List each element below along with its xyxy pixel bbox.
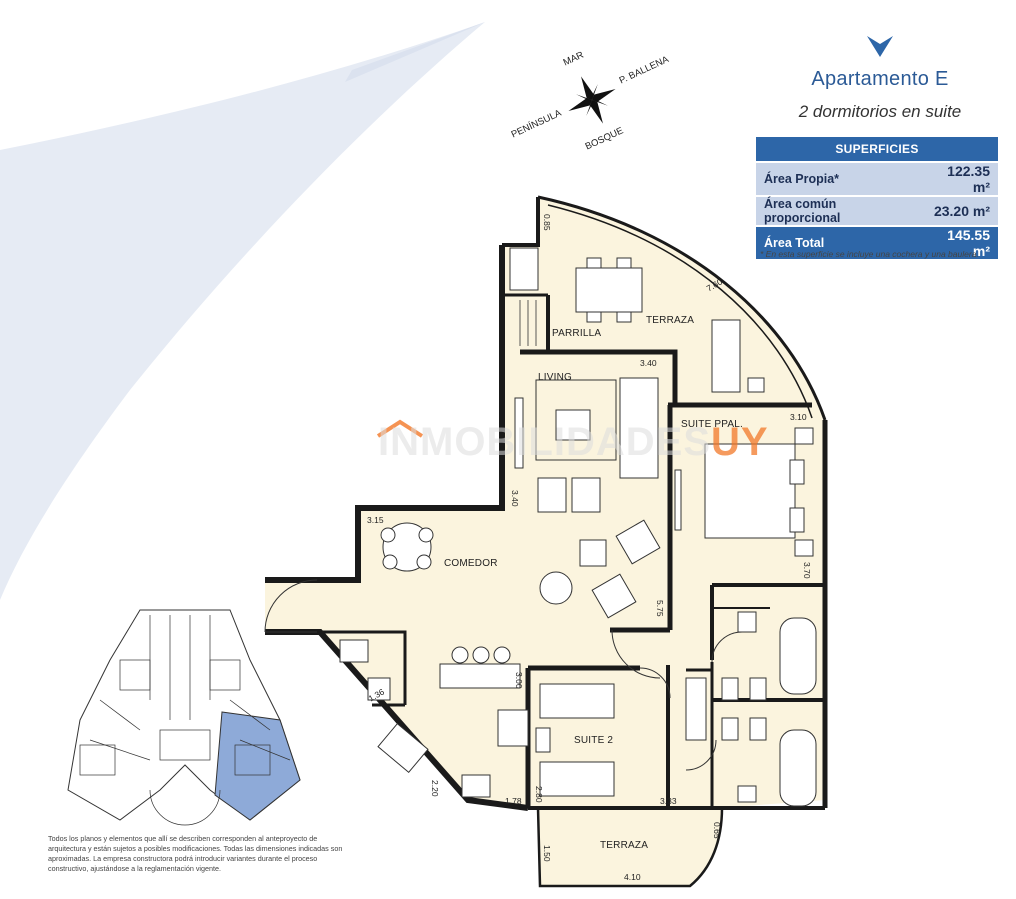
area-value: 122.35 m² bbox=[919, 161, 998, 196]
watermark-accent: UY bbox=[711, 420, 769, 464]
room-label-living: LIVING bbox=[538, 372, 572, 383]
dimension-label: 3.40 bbox=[640, 358, 657, 368]
chevron-down-icon bbox=[867, 36, 893, 57]
room-label-parrilla: PARRILLA bbox=[552, 328, 602, 339]
dimension-label: 3.10 bbox=[790, 412, 807, 422]
area-value: 23.20 m² bbox=[919, 195, 998, 226]
table-row: Área Propia* 122.35 m² bbox=[756, 161, 998, 196]
dimension-label: 3.70 bbox=[802, 562, 812, 579]
dimension-label: 2.20 bbox=[430, 780, 440, 797]
room-label-terraza-top: TERRAZA bbox=[646, 315, 695, 326]
doors bbox=[264, 579, 743, 771]
furniture bbox=[339, 247, 817, 807]
apartment-subtitle: 2 dormitorios en suite bbox=[798, 102, 962, 121]
dimension-label: 4.10 bbox=[624, 872, 641, 882]
table-row: Área común proporcional 23.20 m² bbox=[756, 195, 998, 226]
apartment-title: Apartamento E bbox=[811, 68, 949, 90]
dimension-label: 3.33 bbox=[660, 796, 677, 806]
watermark-house-icon bbox=[376, 419, 424, 438]
room-label-comedor: COMEDOR bbox=[444, 558, 498, 569]
dimension-label: 2.80 bbox=[534, 786, 544, 803]
area-label: Área común proporcional bbox=[756, 195, 920, 226]
dimension-label: 5.75 bbox=[655, 600, 665, 617]
superficies-footnote: * En esta superficie se incluye una coch… bbox=[760, 249, 979, 259]
area-value: 145.55 m² bbox=[919, 225, 998, 259]
disclaimer-text: Todos los planos y elementos que allí se… bbox=[48, 834, 343, 873]
superficies-heading: SUPERFICIES bbox=[756, 137, 998, 162]
table-row: Área Total 145.55 m² bbox=[756, 225, 998, 259]
area-label: Área Propia* bbox=[756, 161, 920, 196]
compass: MAR P. BALLENA PENÍNSULA BOSQUE bbox=[508, 50, 688, 162]
dimension-label: 3.15 bbox=[367, 515, 384, 525]
dimension-label: 3.40 bbox=[510, 490, 520, 507]
room-label-suite-ppal: SUITE PPAL. bbox=[681, 419, 744, 430]
building-location-map bbox=[67, 609, 301, 826]
compass-rose-icon bbox=[568, 76, 616, 124]
walls bbox=[265, 195, 828, 888]
dimension-label: 1.78 bbox=[505, 796, 522, 806]
room-label-terraza-bottom: TERRAZA bbox=[600, 840, 649, 851]
dimension-label: 1.50 bbox=[542, 845, 552, 862]
dimension-label: 0.85 bbox=[542, 214, 552, 231]
area-label: Área Total bbox=[756, 225, 920, 259]
superficies-table: SUPERFICIES Área Propia* 122.35 m² Área … bbox=[756, 137, 998, 259]
dimension-label: 3.00 bbox=[514, 672, 524, 689]
watermark-text: INMOBILIDADES bbox=[378, 420, 711, 464]
room-label-suite-2: SUITE 2 bbox=[574, 735, 614, 746]
watermark: INMOBILIDADESUY bbox=[378, 420, 769, 465]
dimension-label: 0.65 bbox=[712, 822, 722, 839]
